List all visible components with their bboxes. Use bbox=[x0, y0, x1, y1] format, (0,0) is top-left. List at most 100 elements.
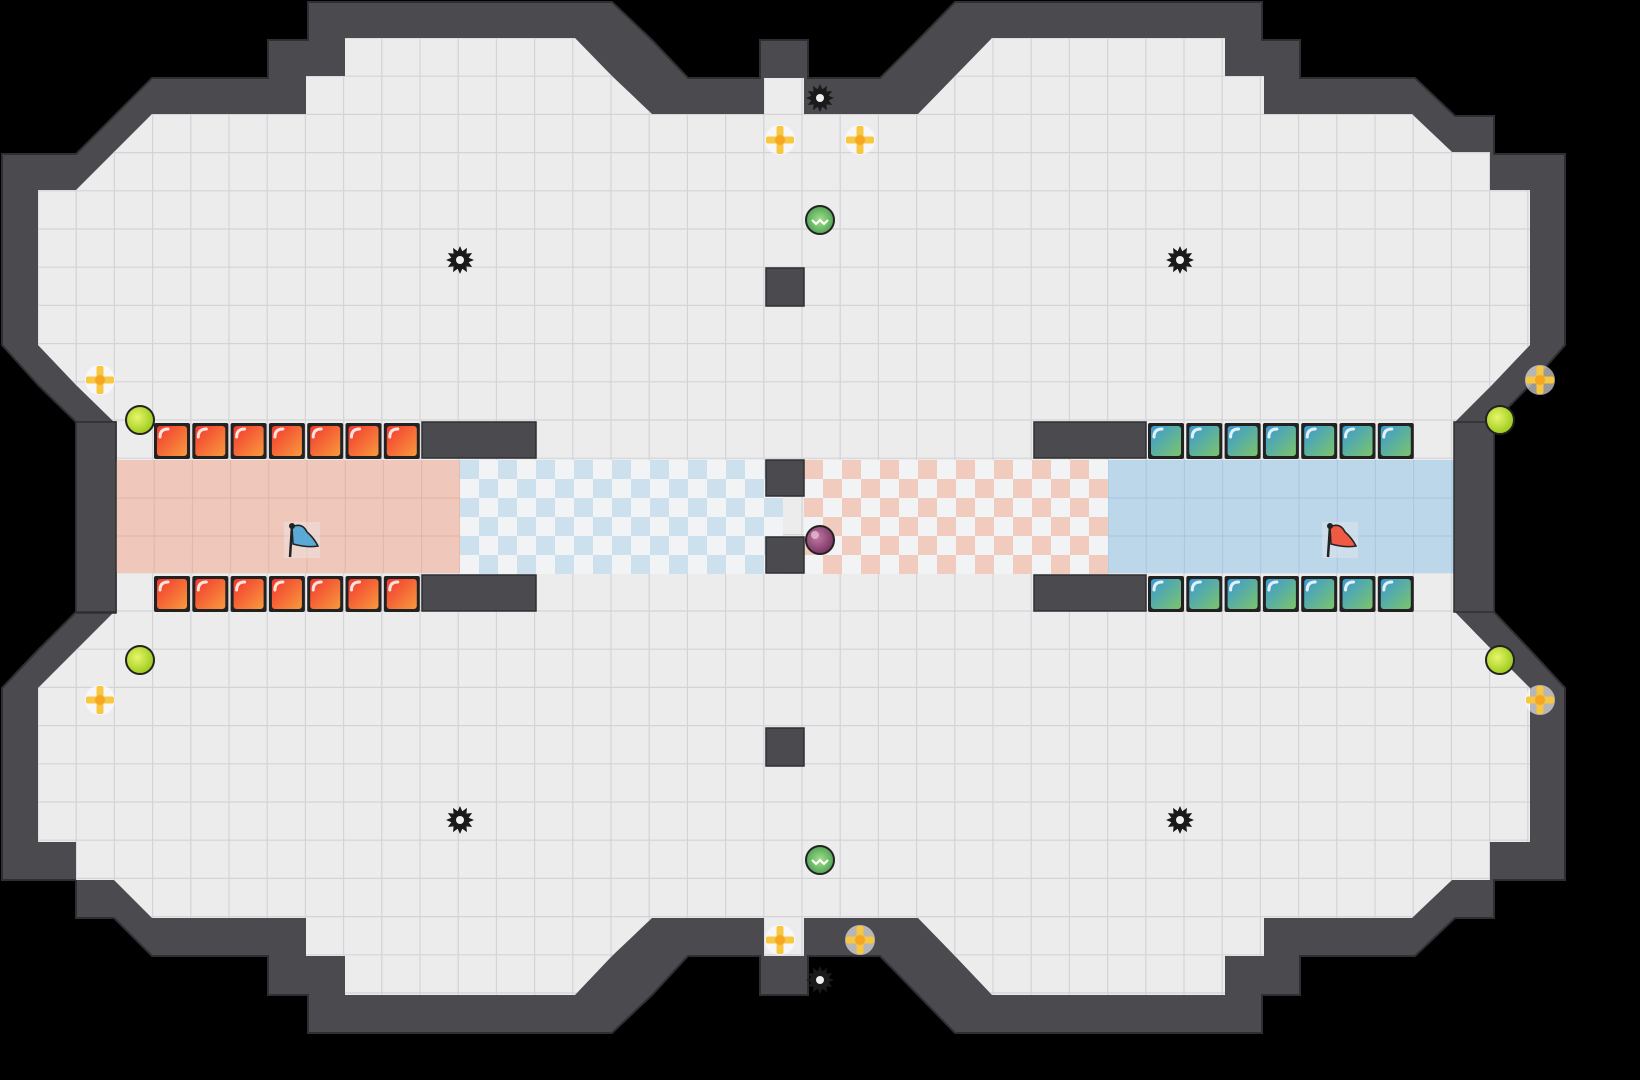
blue-checker-tile bbox=[650, 536, 669, 555]
powerup-orb bbox=[1485, 405, 1515, 435]
red-checker-tile bbox=[899, 479, 918, 498]
red-checker-tile bbox=[994, 536, 1013, 555]
blue-checker-tile bbox=[650, 517, 669, 536]
blue-checker-tile bbox=[536, 479, 555, 498]
center-block bbox=[765, 459, 805, 497]
blue-gate-tile bbox=[1224, 423, 1261, 459]
gate-fill bbox=[1265, 426, 1296, 456]
blue-checker-tile bbox=[574, 517, 593, 536]
red-checker-tile bbox=[861, 517, 880, 536]
blue-checker-tile bbox=[631, 479, 650, 498]
red-gate-tile bbox=[383, 423, 420, 459]
gate-shine bbox=[196, 580, 208, 592]
gate-fill bbox=[1265, 579, 1296, 609]
arena-floor bbox=[38, 38, 1530, 995]
gate-shine bbox=[350, 427, 361, 439]
red-checker-tile bbox=[1089, 460, 1108, 479]
blue-checker-tile bbox=[688, 460, 707, 479]
red-checker-tile bbox=[1070, 460, 1089, 479]
inner-walls bbox=[75, 267, 1495, 767]
blue-checker-tile bbox=[688, 479, 707, 498]
red-checker-tile bbox=[1070, 479, 1089, 498]
red-gate-tile bbox=[268, 423, 305, 459]
blue-checker-tile bbox=[460, 555, 479, 574]
red-checker-tile bbox=[918, 517, 937, 536]
blue-checker-tile bbox=[707, 517, 726, 536]
blue-checker-tile bbox=[536, 536, 555, 555]
gate-fill bbox=[310, 579, 341, 609]
blue-checker-tile bbox=[517, 536, 536, 555]
blue-checker-tile bbox=[593, 536, 612, 555]
gate-fill bbox=[271, 579, 302, 609]
red-checker-tile bbox=[880, 479, 899, 498]
red-gate-tile bbox=[230, 576, 267, 612]
red-checker-tile bbox=[956, 555, 975, 574]
red-checker-tile bbox=[1070, 536, 1089, 555]
blue-checker-tile bbox=[593, 555, 612, 574]
blue-checker-tile bbox=[669, 498, 688, 517]
spike-center bbox=[1176, 816, 1184, 824]
blue-checker-tile bbox=[726, 517, 745, 536]
red-checker-tile bbox=[937, 460, 956, 479]
red-checker-tile bbox=[880, 536, 899, 555]
gate-shine bbox=[1305, 427, 1317, 439]
blue-lane-wall-top bbox=[1033, 421, 1147, 459]
blue-gate-tile bbox=[1301, 423, 1338, 459]
portal-swirl bbox=[811, 218, 829, 226]
red-checker-tile bbox=[1089, 479, 1108, 498]
gate-shine bbox=[273, 427, 285, 439]
red-checker-tile bbox=[842, 536, 861, 555]
blue-checker-tile bbox=[555, 460, 574, 479]
blue-gate-tile bbox=[1224, 576, 1261, 612]
red-checker-tile bbox=[1013, 536, 1032, 555]
powerup-icon bbox=[1485, 405, 1515, 435]
gate-shine bbox=[311, 580, 323, 592]
flag-cloth bbox=[1329, 524, 1358, 548]
blue-checker-tile bbox=[726, 498, 745, 517]
gate-shine bbox=[1229, 427, 1241, 439]
powerup-icon bbox=[1485, 645, 1515, 675]
gate-fill bbox=[1342, 426, 1373, 456]
red-checker-tile bbox=[880, 460, 899, 479]
red-checker-tile bbox=[918, 536, 937, 555]
red-gate-tile bbox=[383, 576, 420, 612]
blue-checker-tile bbox=[460, 517, 479, 536]
red-checker-tile bbox=[842, 479, 861, 498]
red-checker-tile bbox=[1013, 460, 1032, 479]
boost-icon bbox=[1525, 365, 1555, 395]
blue-checker-tile bbox=[669, 517, 688, 536]
blue-checker-tile bbox=[745, 479, 764, 498]
red-checker-tile bbox=[1089, 498, 1108, 517]
blue-checker-tile bbox=[479, 555, 498, 574]
red-checker-tile bbox=[956, 479, 975, 498]
spike-icon bbox=[1166, 246, 1194, 274]
blue-checker-tile bbox=[555, 517, 574, 536]
gate-fill bbox=[1227, 579, 1258, 609]
red-checker-tile bbox=[880, 555, 899, 574]
powerup-icon bbox=[125, 405, 155, 435]
blue-base-zone bbox=[1108, 460, 1454, 573]
blue-checker-tile bbox=[745, 517, 764, 536]
boost-core bbox=[775, 135, 785, 145]
blue-checker-tile bbox=[650, 460, 669, 479]
center-block bbox=[765, 267, 805, 307]
blue-checker-tile bbox=[593, 498, 612, 517]
blue-checker-tile bbox=[498, 536, 517, 555]
blue-checker-tile bbox=[498, 517, 517, 536]
red-checker-tile bbox=[1032, 498, 1051, 517]
blue-checker-tile bbox=[555, 479, 574, 498]
red-checker-tile bbox=[975, 479, 994, 498]
red-checker-tile bbox=[1013, 498, 1032, 517]
blue-lane-wall-bottom bbox=[1033, 574, 1147, 612]
blue-checker-tile bbox=[612, 517, 631, 536]
flag-cloth bbox=[291, 524, 320, 548]
blue-checker-tile bbox=[517, 498, 536, 517]
gate-fill bbox=[157, 579, 187, 609]
blue-checker-tile bbox=[631, 517, 650, 536]
blue-checker-tile bbox=[460, 460, 479, 479]
gate-shine bbox=[1267, 580, 1279, 592]
red-gate-tile bbox=[307, 576, 344, 612]
blue-checker-tile bbox=[536, 498, 555, 517]
boost-core bbox=[95, 375, 105, 385]
